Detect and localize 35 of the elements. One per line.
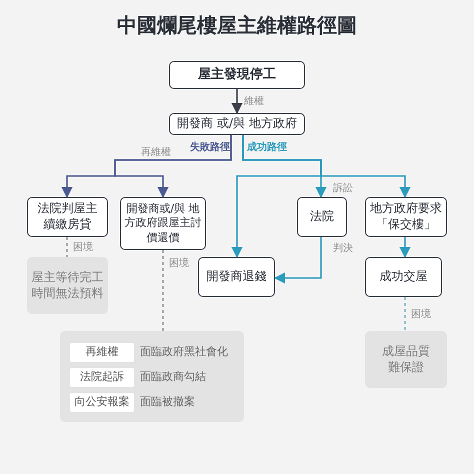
tag-box: 向公安報案 bbox=[70, 393, 134, 412]
path-label: 再維權 bbox=[141, 146, 171, 159]
path-label: 失敗路徑 bbox=[190, 140, 230, 154]
note-panel bbox=[60, 331, 244, 422]
arrow bbox=[399, 237, 411, 258]
connector-line bbox=[162, 250, 164, 331]
process-box: 屋主發現停工 bbox=[169, 61, 305, 89]
path-label: 成功路徑 bbox=[247, 140, 287, 154]
note-box: 成屋品質難保證 bbox=[365, 331, 447, 388]
arrow bbox=[274, 237, 322, 284]
process-box: 成功交屋 bbox=[365, 257, 442, 297]
title: 中國爛尾樓屋主維權路徑圖 bbox=[116, 12, 358, 39]
connector-line bbox=[404, 297, 406, 331]
process-box: 開發商或/與 地方政府跟屋主討價還價 bbox=[120, 197, 206, 250]
process-box: 法院判屋主續繳房貸 bbox=[27, 197, 108, 237]
edge-label: 維權 bbox=[244, 94, 264, 108]
arrow bbox=[231, 89, 243, 114]
note-text: 面臨政府黑社會化 bbox=[140, 345, 228, 360]
note-box: 屋主等待完工時間無法預料 bbox=[27, 257, 108, 314]
note-text: 面臨被撤案 bbox=[140, 395, 195, 410]
edge-label: 訴訟 bbox=[333, 181, 353, 195]
note-text: 面臨政商勾結 bbox=[140, 370, 206, 384]
process-box: 開發商退錢 bbox=[198, 257, 275, 297]
tag-box: 法院起訴 bbox=[70, 368, 134, 387]
process-box: 開發商 或/與 地方政府 bbox=[169, 113, 305, 135]
tag-box: 再維權 bbox=[70, 343, 134, 362]
process-box: 法院 bbox=[297, 197, 347, 237]
connector-line bbox=[66, 237, 68, 257]
edge-label: 判決 bbox=[333, 241, 353, 255]
edge-label: 困境 bbox=[73, 240, 93, 254]
edge-label: 困境 bbox=[169, 256, 189, 270]
process-box: 地方政府要求「保交樓」 bbox=[365, 197, 447, 237]
arrow bbox=[114, 135, 232, 198]
arrow bbox=[242, 135, 411, 198]
edge-label: 困境 bbox=[411, 307, 431, 321]
